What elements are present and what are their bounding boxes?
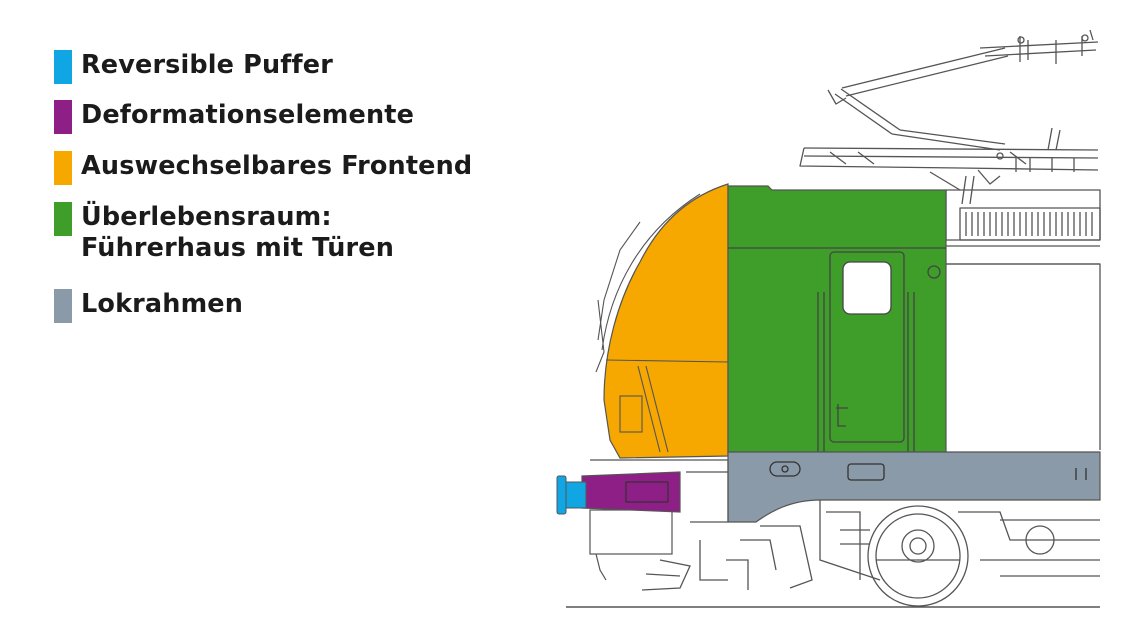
legend-label-line1: Überlebensraum: [81, 202, 332, 232]
bogie [641, 500, 1100, 607]
legend-label-line2: Führerhaus mit Türen [81, 233, 394, 263]
body-side [946, 263, 1101, 450]
buffer-plate-shape [556, 475, 567, 515]
frame-details [769, 461, 1087, 481]
legend-item-ueberlebensraum: Überlebensraum: Führerhaus mit Türen [54, 202, 394, 264]
legend-label: Reversible Puffer [81, 50, 333, 80]
frontend-shape [603, 183, 729, 459]
legend-label: Auswechselbares Frontend [81, 151, 473, 181]
cab-details [728, 247, 946, 480]
legend-swatch-survival-space [54, 202, 72, 236]
legend-swatch-deformation [54, 100, 72, 134]
legend-swatch-buffer [54, 50, 72, 84]
legend-item-reversible-puffer: Reversible Puffer [54, 50, 333, 84]
roof-equipment [945, 189, 1101, 265]
buffer-body-shape [565, 481, 587, 509]
legend-label: Überlebensraum: Führerhaus mit Türen [81, 202, 394, 264]
deformation-element-shape [581, 471, 681, 513]
legend-label: Deformationselemente [81, 100, 415, 130]
legend-swatch-frontend [54, 151, 72, 185]
cab-shape [727, 185, 947, 453]
legend-item-deformationselemente: Deformationselemente [54, 100, 414, 134]
legend-item-frontend: Auswechselbares Frontend [54, 151, 472, 185]
frontend-details [595, 193, 729, 453]
deformation-element-detail [625, 481, 669, 503]
legend-label: Lokrahmen [81, 289, 244, 319]
frame-shape [727, 451, 1101, 523]
legend-swatch-frame [54, 289, 72, 323]
pantograph [799, 29, 1099, 205]
legend-item-lokrahmen: Lokrahmen [54, 289, 243, 323]
